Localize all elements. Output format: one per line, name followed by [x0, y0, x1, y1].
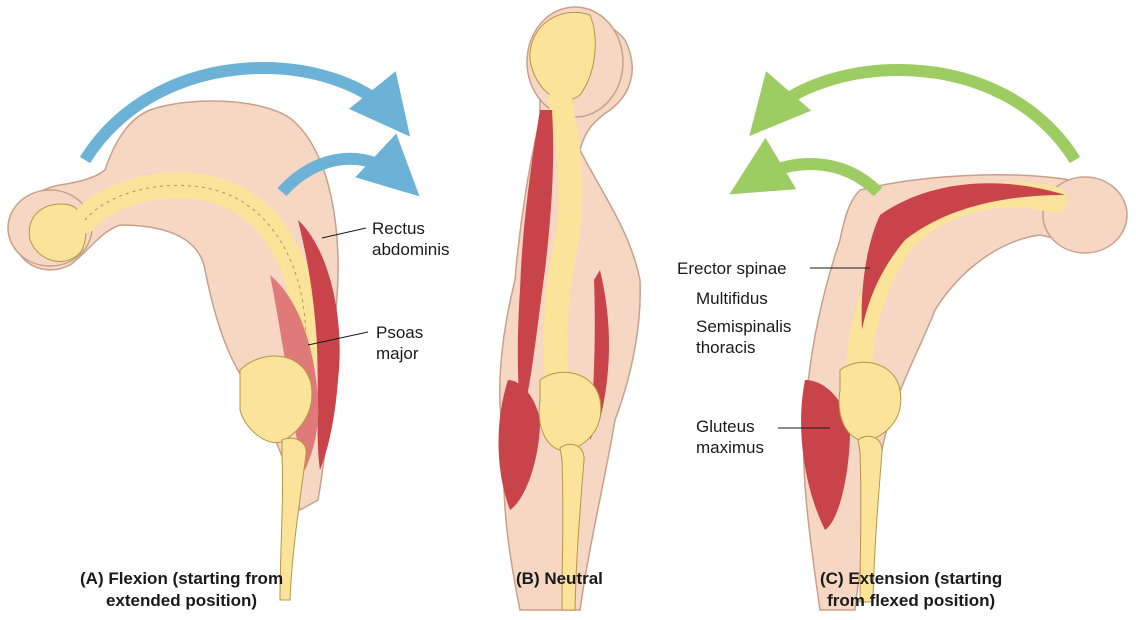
label-semispinalis-line2: thoracis — [696, 337, 791, 358]
label-rectus-abdominis: Rectus abdominis — [372, 218, 450, 260]
label-rectus-line1: Rectus — [372, 218, 450, 239]
caption-c-line2: from flexed position) — [820, 590, 1002, 612]
label-gluteus-maximus: Gluteus maximus — [696, 416, 764, 458]
label-semispinalis-line1: Semispinalis — [696, 316, 791, 337]
label-gluteus-line2: maximus — [696, 437, 764, 458]
figure-flexion — [8, 68, 402, 600]
femur-a — [280, 438, 306, 600]
label-psoas-line1: Psoas — [376, 322, 423, 343]
caption-a-line2: extended position) — [80, 590, 283, 612]
label-semispinalis-thoracis: Semispinalis thoracis — [696, 316, 791, 358]
label-psoas-line2: major — [376, 343, 423, 364]
caption-c-line1: (C) Extension (starting — [820, 568, 1002, 590]
curved-arrow-left-icon — [750, 164, 878, 192]
label-multifidus: Multifidus — [696, 288, 768, 309]
figure-extension — [750, 70, 1127, 610]
label-gluteus-line1: Gluteus — [696, 416, 764, 437]
label-rectus-line2: abdominis — [372, 239, 450, 260]
pelvis-c — [839, 362, 901, 440]
caption-a: (A) Flexion (starting from extended posi… — [80, 568, 283, 612]
figure-neutral — [498, 7, 640, 610]
curved-arrow-left-icon — [765, 70, 1075, 160]
caption-b: (B) Neutral — [516, 568, 603, 590]
label-psoas-major: Psoas major — [376, 322, 423, 364]
caption-a-line1: (A) Flexion (starting from — [80, 568, 283, 590]
label-erector-spinae: Erector spinae — [677, 258, 787, 279]
caption-c: (C) Extension (starting from flexed posi… — [820, 568, 1002, 612]
